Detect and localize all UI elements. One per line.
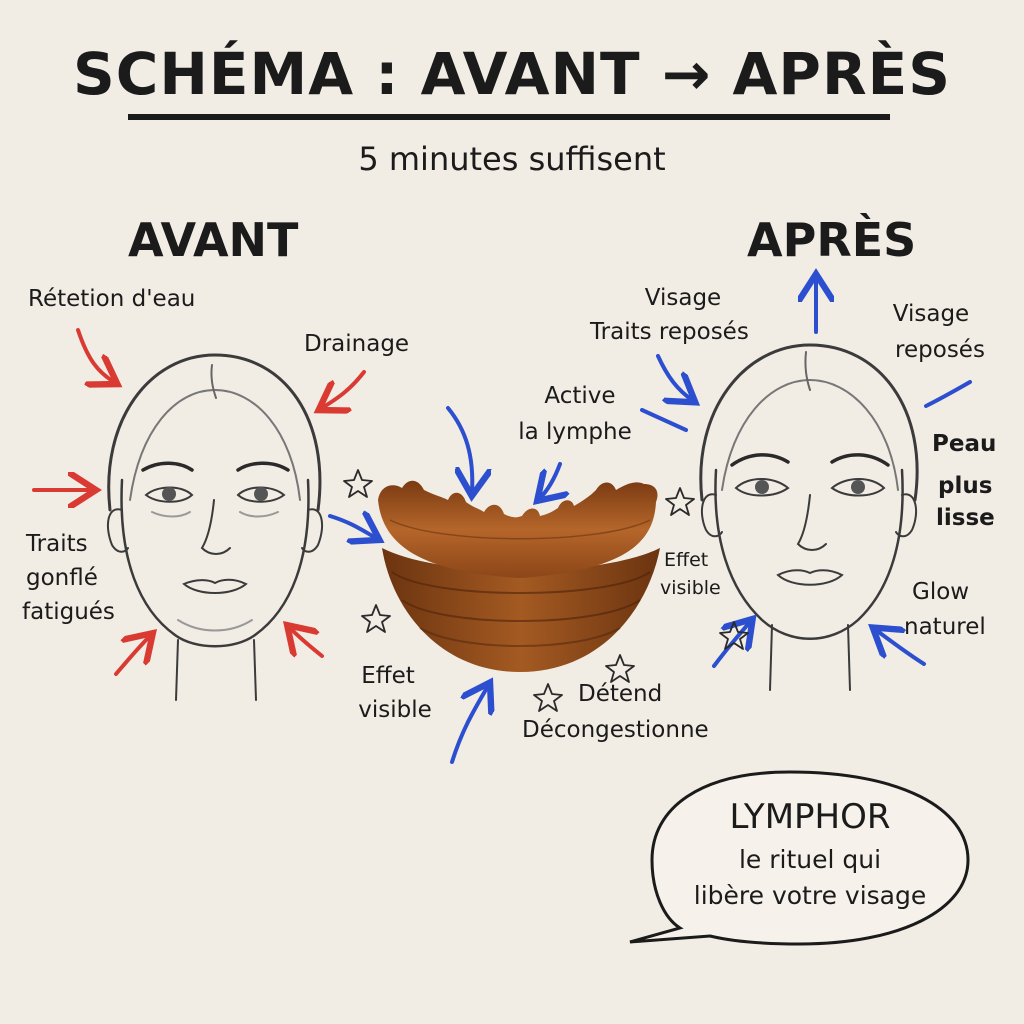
label-relax: Détend	[578, 681, 663, 707]
label-water-retention: Rétetion d'eau	[28, 286, 196, 312]
label-face-line2: Traits reposés	[590, 319, 749, 345]
sparkle-icon	[665, 487, 695, 516]
label-effect-line2: visible	[358, 697, 432, 723]
label-skin-line1: Peau	[932, 431, 997, 457]
label-effect-line1: Effet	[361, 663, 415, 689]
bubble-brand: LYMPHOR	[729, 797, 891, 837]
arrow-drainage	[322, 370, 366, 408]
label-glow-line2: naturel	[904, 614, 986, 640]
arrow-right-jaw	[290, 628, 324, 658]
label-puffy-line3: fatigués	[22, 599, 115, 625]
arrow-face-traits	[656, 354, 692, 400]
face-after-illustration	[699, 343, 919, 691]
label-drainage: Drainage	[304, 331, 410, 357]
face-before-illustration	[106, 353, 324, 701]
speech-bubble	[629, 770, 970, 946]
arrow-tool-top-left	[446, 406, 472, 492]
label-glow-line1: Glow	[912, 579, 970, 605]
page-subtitle: 5 minutes suffisent	[358, 140, 666, 178]
label-skin-line2: plus	[938, 473, 993, 499]
title-underline	[128, 114, 890, 120]
label-rested-line2: reposés	[895, 337, 985, 363]
page-title: SCHÉMA : AVANT → APRÈS	[72, 40, 951, 108]
arrow-water-retention	[76, 328, 114, 382]
after-heading: APRÈS	[747, 213, 917, 267]
label-puffy-line2: gonflé	[26, 565, 98, 591]
arrow-active-lymph	[540, 462, 560, 498]
sparkle-icon	[605, 654, 635, 683]
bubble-line2: libère votre visage	[693, 881, 927, 910]
label-face-line1: Visage	[644, 285, 722, 311]
label-rested-line1: Visage	[892, 301, 970, 327]
arrow-tool-bottom	[450, 686, 488, 764]
arrow-left-jaw	[114, 636, 150, 676]
before-heading: AVANT	[128, 213, 299, 267]
label-decongest: Décongestionne	[522, 717, 709, 743]
sparkle-icon	[361, 604, 391, 633]
before-arrows	[32, 328, 366, 676]
sparkle-icon	[533, 683, 563, 712]
bubble-line1: le rituel qui	[738, 845, 882, 874]
gua-sha-tool-illustration	[378, 480, 660, 672]
arrow-rested-right	[924, 380, 972, 408]
sparkle-icons	[343, 469, 749, 712]
label-after-effect-line1: Effet	[664, 549, 709, 571]
sparkle-icon	[343, 469, 373, 498]
label-skin-line3: lisse	[936, 505, 995, 531]
label-active-line1: Active	[544, 383, 616, 409]
label-after-effect-line2: visible	[660, 577, 721, 599]
label-puffy-line1: Traits	[26, 531, 88, 557]
arrow-glow	[876, 630, 926, 666]
label-active-line2: la lymphe	[518, 419, 632, 445]
arrow-face-to-tool	[328, 516, 376, 538]
sparkle-icon	[719, 621, 749, 650]
arrow-active-right	[640, 408, 688, 432]
